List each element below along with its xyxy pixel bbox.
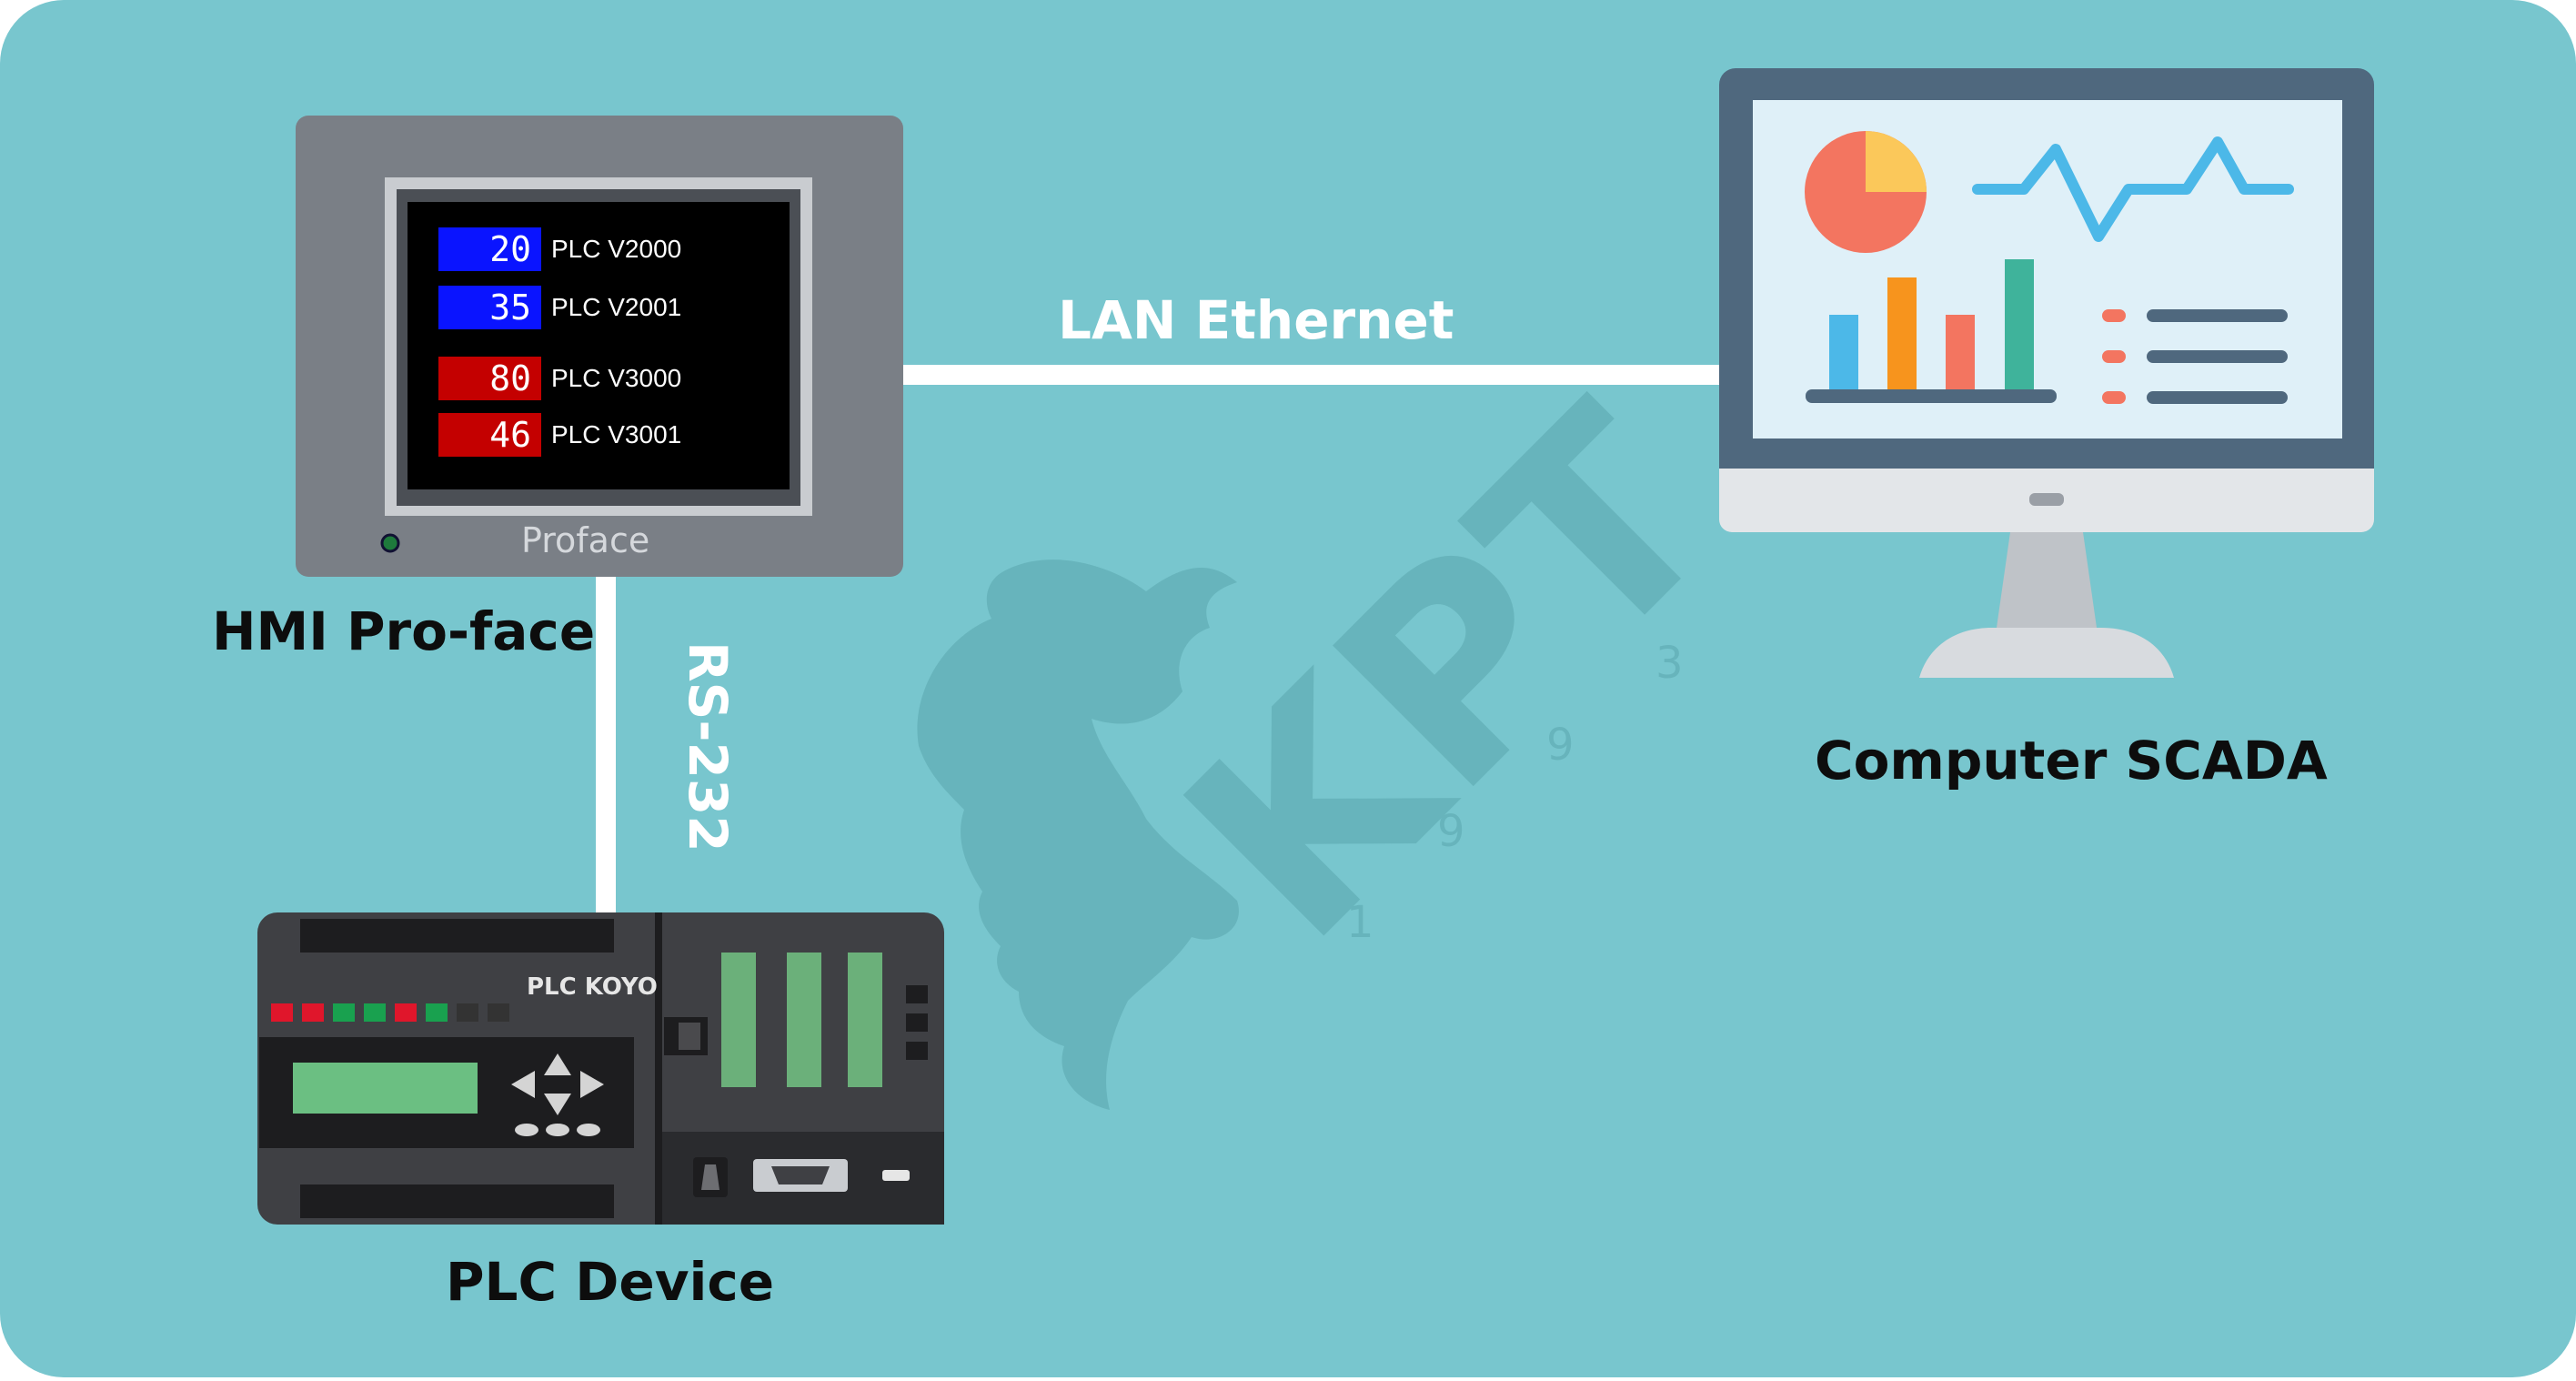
plc-status-led-7 [457, 1003, 478, 1022]
scada-list-bullet-3 [2102, 391, 2126, 404]
plc-terminal-3 [906, 1042, 928, 1060]
monitor-chin-top [1719, 469, 2374, 487]
plc-status-led-2 [302, 1003, 324, 1022]
hmi-value-4: 46 [489, 415, 531, 455]
plc-terminal-1 [906, 985, 928, 1003]
hmi-value-box-3 [438, 357, 541, 400]
arrow-down-icon [544, 1094, 571, 1115]
scada-line-chart-icon [1972, 136, 2294, 242]
plc-side-clip-inner [679, 1023, 700, 1050]
arrow-left-icon [511, 1071, 535, 1098]
scada-bar-4 [2005, 259, 2034, 392]
watermark-digit-2: 9 [1437, 806, 1465, 857]
monitor-base [1919, 628, 2174, 678]
plc-button-3 [577, 1124, 600, 1136]
hmi-brand-label: Proface [521, 520, 650, 560]
scada-list-bullet-1 [2102, 309, 2126, 322]
rs232-label: RS-232 [677, 641, 739, 852]
monitor-button-icon [2029, 493, 2064, 506]
plc-status-led-3 [333, 1003, 355, 1022]
plc-terminal-2 [906, 1013, 928, 1032]
plc-io-module-1 [721, 953, 756, 1087]
rs232-cable [596, 573, 616, 914]
hmi-value-3: 80 [489, 358, 531, 398]
scada-list-bullet-2 [2102, 350, 2126, 363]
hmi-tag-1: PLC V2000 [551, 235, 682, 263]
watermark-digit-1: 1 [1346, 897, 1374, 948]
plc-button-1 [515, 1124, 538, 1136]
plc-button-2 [546, 1124, 569, 1136]
plc-io-module-2 [787, 953, 821, 1087]
watermark-digit-4: 3 [1655, 638, 1684, 689]
hmi-power-led-icon [380, 533, 400, 553]
scada-bar-1 [1829, 315, 1858, 392]
horse-watermark-icon [917, 559, 1239, 1110]
plc-device [257, 912, 944, 1225]
hmi-device [296, 116, 903, 577]
plc-usb-port-inner [701, 1164, 719, 1190]
plc-status-led-4 [364, 1003, 386, 1022]
monitor-neck [1997, 532, 2097, 628]
hmi-value-2: 35 [489, 287, 531, 328]
plc-label: PLC Device [446, 1251, 775, 1313]
scada-list-line-2 [2147, 350, 2288, 363]
plc-top-rail [300, 919, 614, 953]
hmi-tag-4: PLC V3001 [551, 420, 682, 449]
plc-status-led-6 [426, 1003, 448, 1022]
hmi-value-box-1 [438, 227, 541, 271]
plc-status-led-1 [271, 1003, 293, 1022]
computer-scada [1719, 68, 2374, 678]
arrow-up-icon [544, 1053, 571, 1075]
plc-divider [655, 912, 662, 1225]
hmi-tag-2: PLC V2001 [551, 293, 682, 321]
hmi-value-box-2 [438, 286, 541, 329]
scada-bar-baseline [1806, 389, 2057, 403]
plc-small-port-icon [882, 1170, 910, 1181]
scada-pie-slice [1866, 131, 1927, 192]
scada-bar-3 [1946, 315, 1975, 392]
hmi-label: HMI Pro-face [212, 600, 596, 662]
arrow-right-icon [580, 1071, 604, 1098]
plc-io-module-3 [848, 953, 882, 1087]
lan-ethernet-label: LAN Ethernet [1058, 289, 1454, 351]
watermark-digit-3: 9 [1546, 720, 1575, 771]
plc-status-led-5 [395, 1003, 417, 1022]
hmi-tag-3: PLC V3000 [551, 364, 682, 392]
lan-ethernet-cable [901, 365, 1724, 385]
scada-bar-2 [1887, 277, 1917, 392]
plc-status-led-8 [488, 1003, 509, 1022]
hmi-value-1: 20 [489, 229, 531, 269]
plc-lcd-display [293, 1063, 478, 1114]
computer-label: Computer SCADA [1815, 730, 2328, 791]
plc-bottom-rail [300, 1184, 614, 1218]
scada-list-line-3 [2147, 391, 2288, 404]
hmi-value-box-4 [438, 413, 541, 457]
scada-list-line-1 [2147, 309, 2288, 322]
plc-brand-label: PLC KOYO [527, 973, 658, 1001]
plc-db9-port-inner [771, 1166, 830, 1184]
